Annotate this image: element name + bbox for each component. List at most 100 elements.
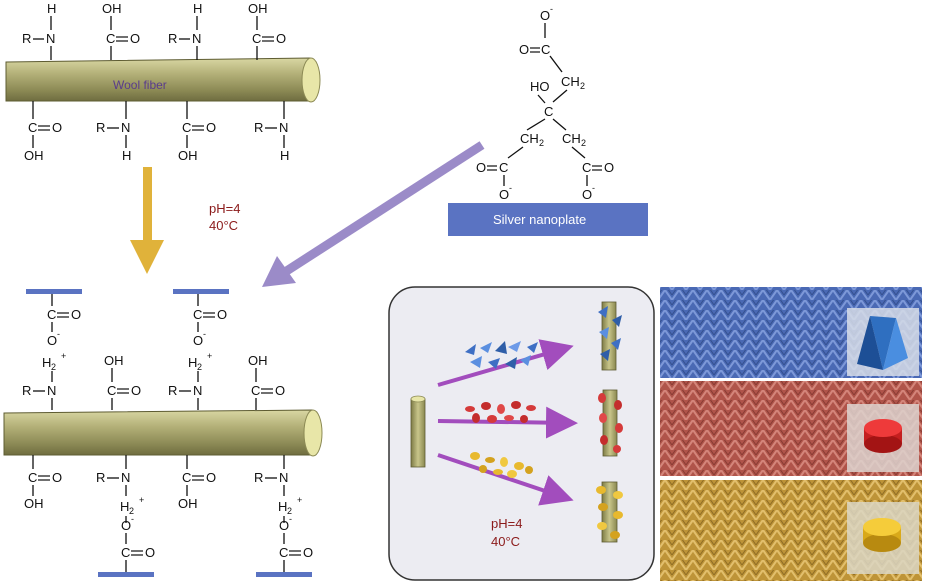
svg-text:H: H <box>188 355 197 370</box>
svg-text:OH: OH <box>102 1 122 16</box>
svg-text:O: O <box>145 545 155 560</box>
top-carboxyl-group-2: OH C O <box>248 1 286 60</box>
svg-text:O: O <box>303 545 313 560</box>
svg-text:C: C <box>544 104 553 119</box>
svg-text:N: N <box>279 470 288 485</box>
svg-text:-: - <box>289 514 292 524</box>
inset-arrow-bottom <box>437 453 574 506</box>
svg-text:O: O <box>276 31 286 46</box>
svg-text:2: 2 <box>581 138 586 148</box>
top-wool-fiber: Wool fiber <box>5 57 321 103</box>
svg-text:O: O <box>217 307 227 322</box>
top-amine-group-1: H R N <box>22 1 56 60</box>
inset-arrow-middle <box>437 406 578 439</box>
svg-text:2: 2 <box>51 362 56 372</box>
yellow-disk-icon <box>863 518 901 552</box>
fiber-with-red-disks <box>598 389 623 457</box>
red-fabric-photo <box>660 381 922 476</box>
svg-text:C: C <box>279 545 288 560</box>
svg-text:2: 2 <box>129 506 134 516</box>
svg-text:HO: HO <box>530 79 550 94</box>
svg-text:C: C <box>47 307 56 322</box>
svg-text:2: 2 <box>539 138 544 148</box>
yellow-disk-nanoplate-cluster <box>470 452 533 478</box>
nanoplate-top-right <box>173 289 229 294</box>
svg-text:R: R <box>96 470 105 485</box>
svg-text:H: H <box>42 355 51 370</box>
svg-text:R: R <box>22 31 31 46</box>
svg-text:O: O <box>604 160 614 175</box>
inset-arrow-top <box>437 339 574 387</box>
svg-text:O: O <box>130 31 140 46</box>
svg-text:-: - <box>203 329 206 339</box>
svg-text:C: C <box>499 160 508 175</box>
svg-text:OH: OH <box>178 148 198 163</box>
red-disk-icon <box>864 419 902 453</box>
svg-text:O: O <box>499 187 509 202</box>
svg-text:OH: OH <box>24 496 44 511</box>
svg-text:N: N <box>192 31 201 46</box>
svg-text:OH: OH <box>104 353 124 368</box>
inset-source-fiber <box>410 395 426 468</box>
svg-text:2: 2 <box>197 362 202 372</box>
svg-text:C: C <box>182 120 191 135</box>
svg-text:O: O <box>519 42 529 57</box>
inset-temperature-label: 40°C <box>491 534 520 549</box>
svg-text:C: C <box>252 31 261 46</box>
svg-text:N: N <box>121 120 130 135</box>
svg-text:N: N <box>279 120 288 135</box>
svg-text:O: O <box>206 120 216 135</box>
citrate-on-silver-nanoplate: O - O C CH 2 HO C CH 2 O C O - CH 2 C O <box>448 4 648 236</box>
svg-text:O: O <box>206 470 216 485</box>
svg-text:2: 2 <box>287 506 292 516</box>
svg-text:-: - <box>550 4 553 14</box>
svg-text:C: C <box>193 307 202 322</box>
fiber-with-triangles <box>598 301 622 371</box>
svg-text:N: N <box>47 383 56 398</box>
red-disk-nanoplate-cluster <box>465 401 536 423</box>
svg-text:OH: OH <box>178 496 198 511</box>
svg-text:O: O <box>279 518 289 533</box>
svg-text:N: N <box>193 383 202 398</box>
top-ph-label: pH=4 <box>209 201 240 216</box>
svg-text:CH: CH <box>562 131 581 146</box>
nanoplate-bottom-right <box>256 572 312 577</box>
fiber-with-yellow-disks <box>596 481 623 543</box>
svg-text:CH: CH <box>561 74 580 89</box>
svg-text:O: O <box>52 470 62 485</box>
nanoplate-top-left <box>26 289 82 294</box>
bottom-carboxyl-group-2: C O OH <box>178 101 216 163</box>
svg-text:+: + <box>139 495 144 505</box>
svg-text:H: H <box>278 499 287 514</box>
svg-text:R: R <box>168 31 177 46</box>
svg-text:R: R <box>254 120 263 135</box>
svg-text:O: O <box>71 307 81 322</box>
svg-text:C: C <box>106 31 115 46</box>
svg-text:+: + <box>207 351 212 361</box>
svg-text:C: C <box>121 545 130 560</box>
svg-text:H: H <box>280 148 289 163</box>
svg-text:O: O <box>275 383 285 398</box>
svg-text:N: N <box>121 470 130 485</box>
top-amine-group-2: H R N <box>168 1 202 60</box>
bottom-carboxyl-group-1: C O OH <box>24 101 62 163</box>
svg-text:-: - <box>592 183 595 193</box>
top-carboxyl-group-1: OH C O <box>102 1 140 60</box>
svg-text:C: C <box>541 42 550 57</box>
svg-text:O: O <box>131 383 141 398</box>
svg-text:N: N <box>46 31 55 46</box>
svg-text:C: C <box>107 383 116 398</box>
svg-text:R: R <box>96 120 105 135</box>
bottom-wool-fiber <box>3 409 323 457</box>
svg-text:CH: CH <box>520 131 539 146</box>
svg-text:H: H <box>193 1 202 16</box>
purple-diagonal-arrow <box>262 141 485 287</box>
yellow-fabric-photo <box>660 480 922 581</box>
dyeing-process-inset: pH=4 40°C <box>388 286 655 581</box>
svg-text:O: O <box>121 518 131 533</box>
bottom-wool-fiber-group: C O O - H 2 + R N OH C O C O O - H 2 + <box>3 289 323 577</box>
svg-text:-: - <box>131 514 134 524</box>
svg-text:O: O <box>52 120 62 135</box>
triangle-prism-icon <box>857 316 908 370</box>
svg-text:C: C <box>28 470 37 485</box>
